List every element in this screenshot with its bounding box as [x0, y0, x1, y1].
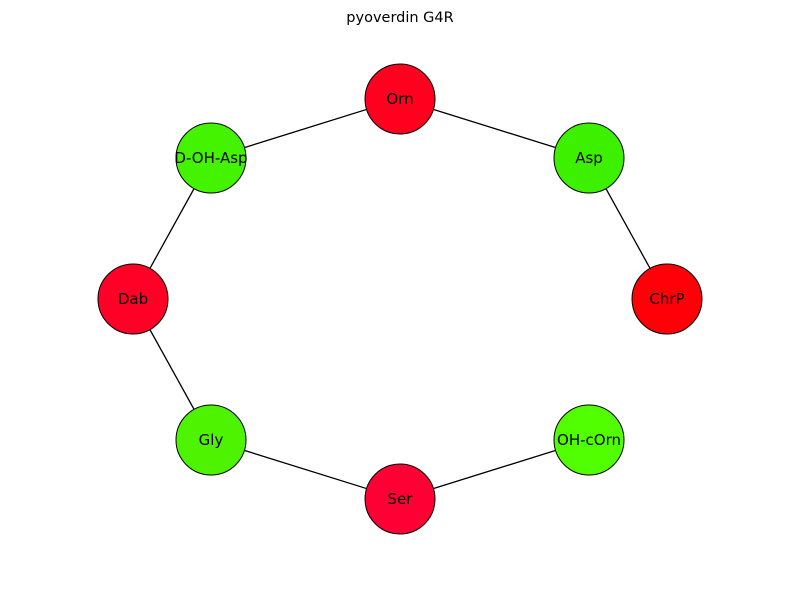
node-orn: Orn: [364, 63, 436, 135]
node-dohasp: D-OH-Asp: [174, 122, 248, 194]
node-circle-chrp: [631, 263, 703, 335]
node-circle-asp: [553, 122, 625, 194]
node-label-ser: Ser: [388, 490, 414, 508]
node-circle-dab: [97, 263, 169, 335]
node-label-ohcorn: OH-cOrn: [557, 431, 621, 449]
node-label-asp: Asp: [575, 149, 603, 167]
node-label-gly: Gly: [199, 431, 224, 449]
diagram-title: pyoverdin G4R: [346, 10, 454, 26]
node-chrp: ChrP: [631, 263, 703, 335]
node-circle-ser: [364, 463, 436, 535]
node-dab: Dab: [97, 263, 169, 335]
node-gly: Gly: [175, 404, 247, 476]
node-asp: Asp: [553, 122, 625, 194]
node-circle-ohcorn: [553, 404, 625, 476]
node-label-orn: Orn: [386, 90, 413, 108]
node-label-chrp: ChrP: [649, 290, 684, 308]
node-ohcorn: OH-cOrn: [553, 404, 625, 476]
node-circle-gly: [175, 404, 247, 476]
node-circle-dohasp: [175, 122, 247, 194]
node-circle-orn: [364, 63, 436, 135]
node-label-dab: Dab: [118, 290, 148, 308]
node-label-dohasp: D-OH-Asp: [174, 149, 247, 167]
node-ser: Ser: [364, 463, 436, 535]
